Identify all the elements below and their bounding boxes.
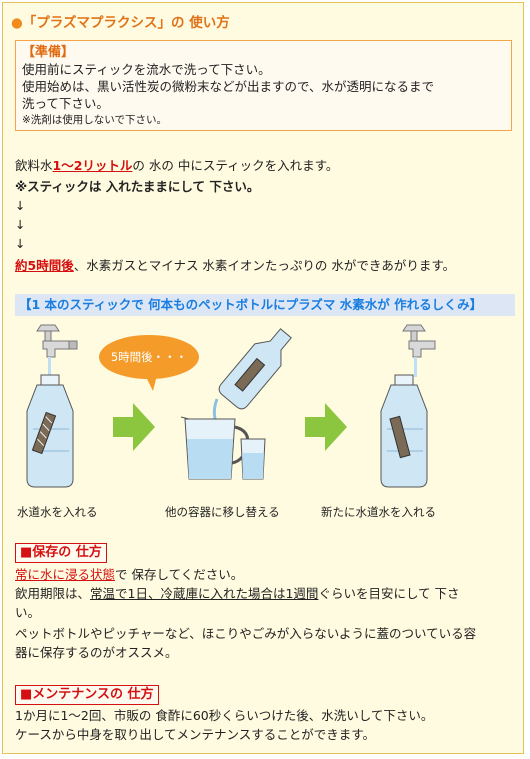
page-title-text: 「プラズマプラクシス」の 使い方 (22, 15, 230, 31)
water-bottle-icon (218, 328, 292, 410)
storage-section: ■保存の 仕方 (15, 543, 107, 563)
step-3-suffix: 、水素ガスとマイナス 水素イオンたっぷりの 水ができあがります。 (73, 258, 456, 273)
preparation-note: ※洗剤は使用しないで下さい。 (22, 114, 167, 126)
caption-3: 新たに水道水を入れる (321, 505, 436, 519)
preparation-box: 【準備】 使用前にスティックを流水で洗って下さい。 使用始めは、黒い活性炭の微粉… (15, 40, 512, 131)
preparation-line-2: 使用始めは、黒い活性炭の微粉末などが出ますので、水が透明になるまで (22, 79, 435, 94)
storage-line-2-prefix: 飲用期限は、 (15, 586, 91, 601)
storage-line-5: 器に保存するのがオススメ。 (15, 645, 178, 660)
bubble-text: 5時間後・・・ (111, 350, 187, 364)
down-arrow-icon: ↓ (15, 217, 26, 232)
maintenance-line-1: 1か月に1～2回、市販の 食酢に60秒くらいつけた後、水洗いして下さい。 (15, 708, 434, 723)
water-amount: 1～2リットル (52, 158, 133, 173)
storage-keep-submerged: 常に水に浸る状態 (15, 567, 116, 582)
step-1: 飲料水1～2リットルの 水の 中にスティックを入れます。 (15, 157, 338, 175)
storage-expiry: 常温で1日、冷蔵庫に入れた場合は1週間 (90, 586, 319, 601)
page-frame: ●「プラズマプラクシス」の 使い方 【準備】 使用前にスティックを流水で洗って下… (2, 2, 524, 754)
preparation-heading: 【準備】 (22, 45, 75, 60)
caption-1: 水道水を入れる (17, 505, 98, 519)
pitcher-icon (180, 416, 250, 480)
storage-line-1-suffix: で 保存してください。 (115, 567, 244, 582)
preparation-line-1: 使用前にスティックを流水で洗って下さい。 (22, 62, 271, 77)
mechanism-heading: 【1 本のスティックで 何本ものペットボトルにプラズマ 水素水が 作れるしくみ】 (15, 294, 515, 316)
storage-line-1: 常に水に浸る状態で 保存してください。 (15, 566, 243, 584)
faucet-icon (402, 324, 436, 377)
down-arrow-icon: ↓ (15, 198, 26, 213)
maintenance-section: ■メンテナンスの 仕方 (15, 685, 159, 705)
storage-line-3: い。 (15, 605, 41, 620)
step-2-note: ※スティックは 入れたままにして 下さい。 (15, 179, 260, 194)
maintenance-heading: ■メンテナンスの 仕方 (15, 685, 159, 705)
preparation-line-3: 洗って下さい。 (22, 96, 109, 111)
bullet-icon: ● (11, 15, 23, 31)
storage-line-2: 飲用期限は、常温で1日、冷蔵庫に入れた場合は1週間ぐらいを目安にして 下さ (15, 585, 460, 603)
storage-line-2-suffix: ぐらいを目安にして 下さ (318, 586, 460, 601)
right-arrow-icon (305, 403, 347, 451)
step-1-prefix: 飲料水 (15, 158, 53, 173)
faucet-icon (36, 324, 78, 377)
right-arrow-icon (113, 403, 155, 451)
step-1-suffix: の 水の 中にスティックを入れます。 (132, 158, 339, 173)
step-3: 約5時間後、水素ガスとマイナス 水素イオンたっぷりの 水ができあがります。 (15, 257, 455, 275)
storage-line-4: ペットボトルやピッチャーなど、ほこりやごみが入らないように蓋のついている容 (15, 626, 477, 641)
storage-heading: ■保存の 仕方 (15, 543, 107, 563)
water-bottle-icon (380, 374, 428, 488)
caption-2: 他の容器に移し替える (165, 505, 280, 519)
down-arrow-icon: ↓ (15, 236, 26, 251)
glass-icon (240, 438, 266, 480)
wait-time: 約5時間後 (15, 258, 74, 273)
page-title: ●「プラズマプラクシス」の 使い方 (11, 11, 230, 31)
mechanism-illustration: 5時間後・・・ (26, 324, 436, 488)
maintenance-line-2: ケースから中身を取り出してメンテナンスすることができます。 (15, 727, 376, 742)
speech-bubble: 5時間後・・・ (99, 335, 199, 391)
water-bottle-icon (26, 374, 74, 488)
